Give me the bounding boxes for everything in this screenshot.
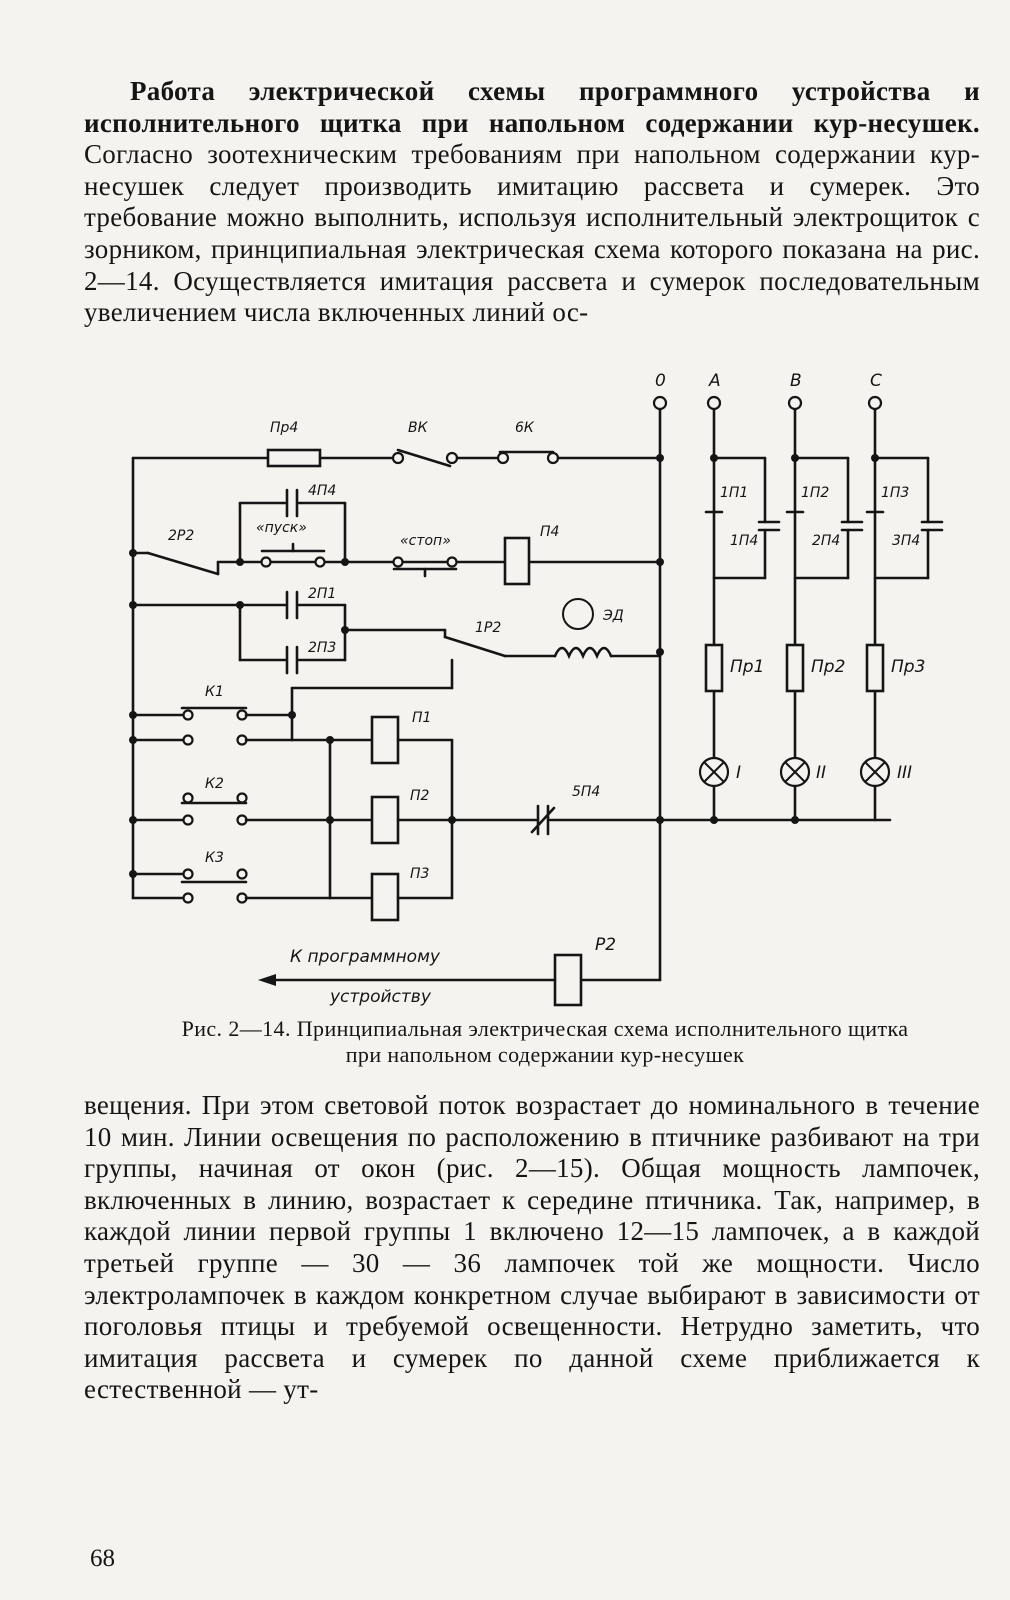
- fuse-pr4: [266, 448, 322, 468]
- terminal-c: [867, 395, 883, 411]
- fuse-pr3: [865, 643, 885, 693]
- switch-vk: [396, 448, 452, 468]
- coil-p3: [370, 872, 400, 922]
- label-2r2: 2Р2: [168, 528, 194, 544]
- coil-p4: [503, 536, 531, 586]
- label-start: «пуск»: [256, 520, 307, 536]
- label-stop: «стоп»: [400, 533, 451, 549]
- label-k3: К3: [205, 850, 224, 866]
- label-pr4: Пр4: [270, 420, 298, 436]
- label-lamp-2: II: [816, 763, 826, 783]
- label-4p4: 4П4: [308, 483, 336, 499]
- fuse-pr1: [704, 643, 724, 693]
- label-k1: К1: [205, 684, 224, 700]
- contact-1r2: [443, 635, 507, 658]
- label-pr2: Пр2: [811, 657, 845, 677]
- fuse-pr2: [785, 643, 805, 693]
- label-1r2: 1Р2: [475, 620, 501, 636]
- label-1p2: 1П2: [801, 485, 829, 501]
- label-1p3: 1П3: [881, 485, 909, 501]
- label-p2: П2: [410, 788, 430, 804]
- label-arrow-line2: устройству: [329, 987, 432, 1007]
- paragraph-top-text: Согласно зоотехническим требованиям при …: [84, 139, 980, 328]
- contact-2r2: [146, 551, 220, 576]
- label-2p3: 2П3: [308, 640, 336, 656]
- label-r2: Р2: [595, 935, 616, 955]
- paragraph-bottom: вещения. При этом световой поток возраст…: [84, 1090, 980, 1405]
- label-pr1: Пр1: [730, 657, 764, 677]
- label-phase-a: А: [708, 371, 721, 391]
- paragraph-top-bold-lead: Работа электрической схемы программного …: [84, 76, 980, 138]
- label-6k: 6К: [515, 420, 535, 436]
- label-arrow-line1: К программному: [290, 947, 441, 967]
- coil-p1: [370, 715, 400, 765]
- label-2p1: 2П1: [308, 586, 336, 602]
- coil-p2: [370, 795, 400, 845]
- label-vk: ВК: [408, 420, 429, 436]
- label-p1: П1: [412, 710, 431, 726]
- figure-caption: Рис. 2—14. Принципиальная электрическая …: [110, 1016, 980, 1068]
- coil-r2: [553, 953, 583, 1007]
- label-phase-0: 0: [655, 371, 666, 391]
- label-k2: К2: [205, 776, 224, 792]
- figure-caption-line1: Рис. 2—14. Принципиальная электрическая …: [181, 1016, 909, 1041]
- motor-ed: [562, 598, 594, 630]
- figure-caption-line2: при напольном содержании кур-несушек: [345, 1042, 745, 1067]
- label-2p4: 2П4: [812, 533, 840, 549]
- label-p3: П3: [410, 866, 429, 882]
- arrow-to-program-device: [258, 974, 276, 986]
- terminal-0: [652, 395, 668, 411]
- paragraph-top: Работа электрической схемы программного …: [84, 76, 980, 329]
- motor-winding: [553, 646, 613, 660]
- label-lamp-3: III: [897, 763, 912, 783]
- label-p4: П4: [540, 524, 559, 540]
- terminal-b: [787, 395, 803, 411]
- label-ed: ЭД: [602, 608, 624, 624]
- page-number: 68: [90, 1545, 115, 1572]
- label-phase-b: В: [790, 371, 802, 391]
- terminal-a: [706, 395, 722, 411]
- label-lamp-1: I: [736, 763, 741, 783]
- label-pr3: Пр3: [891, 657, 925, 677]
- label-1p1: 1П1: [720, 485, 748, 501]
- label-phase-c: С: [870, 371, 882, 391]
- label-5p4: 5П4: [572, 784, 600, 800]
- label-3p4: 3П4: [892, 533, 920, 549]
- label-1p4: 1П4: [730, 533, 758, 549]
